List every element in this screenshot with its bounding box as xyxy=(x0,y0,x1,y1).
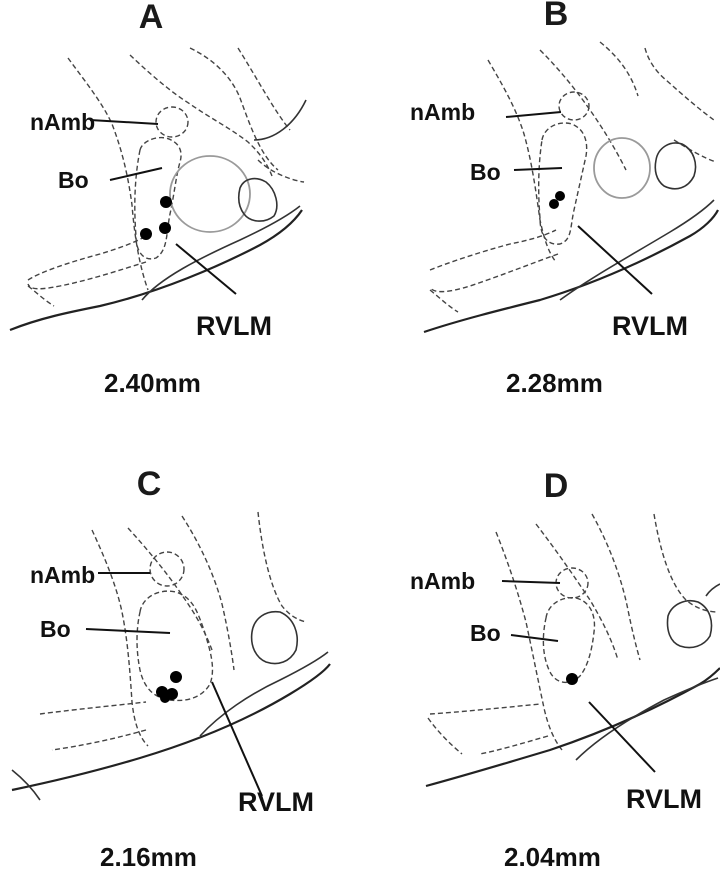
panel-b-depth: 2.28mm xyxy=(506,368,603,398)
panel-a: A nAmb Bo RVLM 2.40mm xyxy=(9,0,307,398)
panel-d-bo-leader xyxy=(510,634,559,642)
panel-a-site-2 xyxy=(159,222,171,234)
panel-a-letter: A xyxy=(139,0,164,36)
panel-c-bo-leader xyxy=(85,628,171,634)
panel-a-outlines xyxy=(9,47,307,332)
panel-c-outlines xyxy=(11,511,331,801)
panel-c-letter: C xyxy=(137,465,162,503)
panel-b-outlines xyxy=(423,41,719,334)
panel-d-site-1 xyxy=(566,673,578,685)
panel-d-namb-leader xyxy=(501,580,561,584)
panel-b: B nAmb Bo RVLM 2.28mm xyxy=(410,0,719,398)
panel-b-bo-label: Bo xyxy=(470,159,501,185)
panel-a-depth: 2.40mm xyxy=(104,368,201,398)
panel-b-bo-leader xyxy=(513,167,563,171)
panel-c-rvlm-label: RVLM xyxy=(238,787,314,817)
panel-a-rvlm-label: RVLM xyxy=(196,311,272,341)
panel-d-depth: 2.04mm xyxy=(504,842,601,872)
panel-b-letter: B xyxy=(544,0,569,33)
panel-b-rvlm-label: RVLM xyxy=(612,311,688,341)
panel-c-bo-label: Bo xyxy=(40,616,71,642)
panel-a-site-3 xyxy=(140,228,152,240)
panel-d-outlines xyxy=(425,513,720,788)
panel-b-site-1 xyxy=(555,191,565,201)
panel-b-site-2 xyxy=(549,199,559,209)
panel-b-namb-leader xyxy=(505,111,562,118)
panel-d-letter: D xyxy=(544,467,569,505)
panel-a-bo-label: Bo xyxy=(58,167,89,193)
panel-b-namb-label: nAmb xyxy=(410,99,475,125)
panel-c-depth: 2.16mm xyxy=(100,842,197,872)
panel-a-namb-label: nAmb xyxy=(30,109,95,135)
panel-a-rvlm-leader xyxy=(175,243,237,295)
panel-c: C nAmb Bo RVLM 2.16mm xyxy=(11,465,331,872)
panel-a-namb-leader xyxy=(89,119,159,125)
panel-c-site-4 xyxy=(160,693,170,703)
panel-b-rvlm-leader xyxy=(577,225,653,295)
panel-d-namb-label: nAmb xyxy=(410,568,475,594)
panel-d-rvlm-leader xyxy=(588,701,656,773)
panel-a-site-1 xyxy=(160,196,172,208)
panel-c-rvlm-leader xyxy=(211,681,263,797)
panel-c-namb-label: nAmb xyxy=(30,562,95,588)
panel-d-bo-label: Bo xyxy=(470,620,501,646)
panel-c-site-1 xyxy=(170,671,182,683)
panel-d: D nAmb Bo RVLM 2.04mm xyxy=(410,467,720,872)
panel-a-bo-leader xyxy=(109,167,163,181)
panel-d-rvlm-label: RVLM xyxy=(626,784,702,814)
